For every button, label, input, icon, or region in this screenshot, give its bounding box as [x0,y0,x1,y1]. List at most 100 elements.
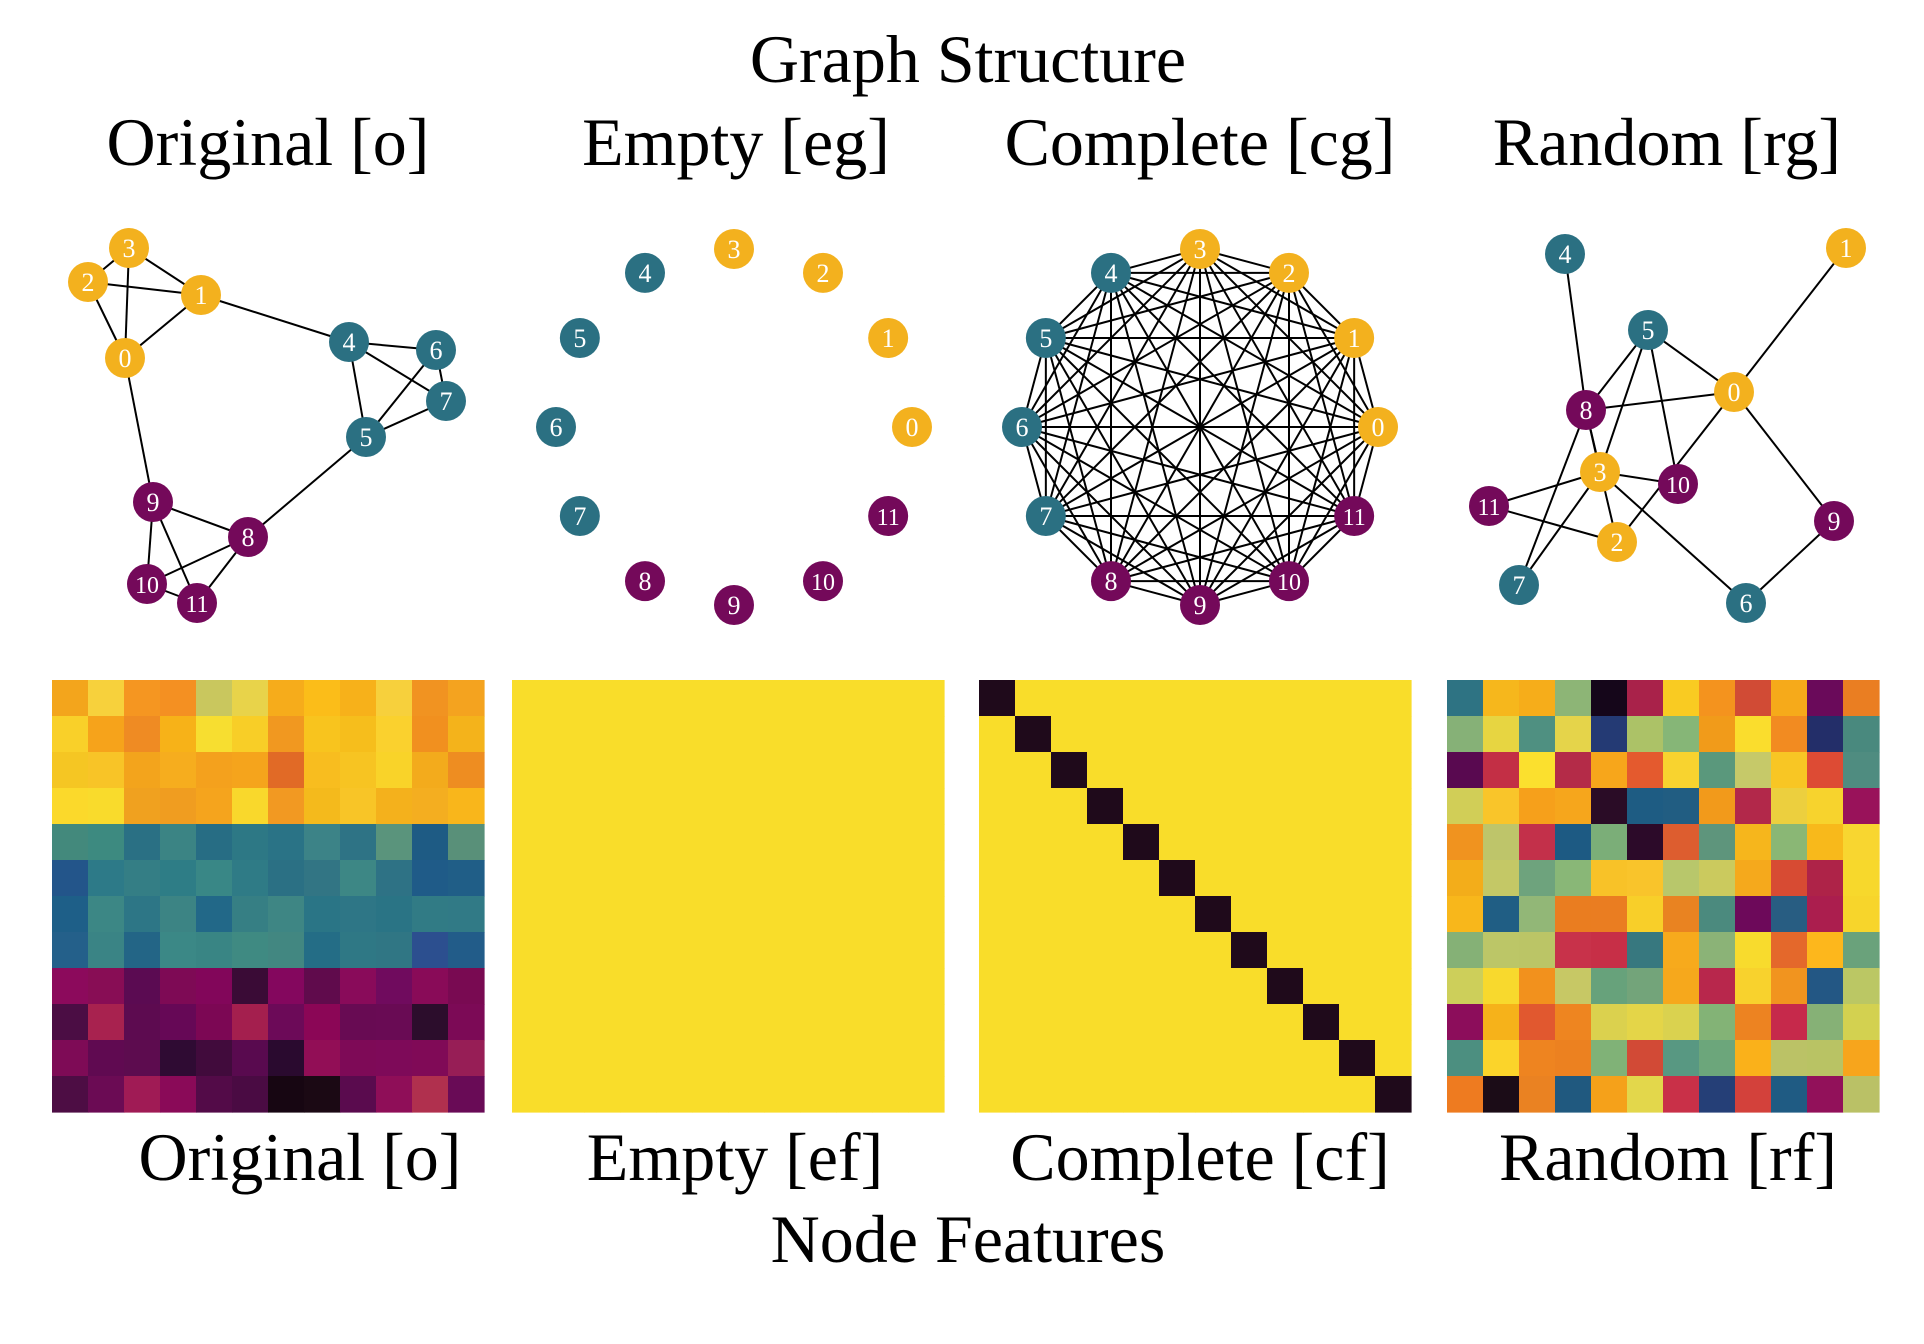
heatmap-cell [1771,968,1808,1005]
heatmap-cell [1087,1076,1124,1113]
heatmap-cell [512,824,549,861]
graph-node-8 [1566,390,1606,430]
graph-node-label: 5 [1642,316,1655,345]
heatmap-cell [1231,680,1268,717]
heatmap-cell [692,932,729,969]
heatmap-cell [1771,680,1808,717]
heatmap-cell [1015,968,1052,1005]
heatmap-cell [124,1004,161,1041]
graph-node-3 [1180,229,1220,269]
heatmap-cell [1663,1004,1700,1041]
heatmap-cell [1519,860,1556,897]
heatmap-cell [1663,752,1700,789]
heatmap-cell [1051,1004,1088,1041]
heatmap-cell [88,680,125,717]
heatmap-cell [232,1040,269,1077]
heatmap-cell [1087,788,1124,825]
heatmap-cell [1735,896,1772,933]
heatmap-cell [124,860,161,897]
heatmap-cell [1555,968,1592,1005]
heatmap-cell [88,716,125,753]
heatmap-cell [1375,932,1412,969]
heatmap-cell [124,968,161,1005]
graph-node-label: 5 [360,423,373,452]
heatmap-cell [548,788,585,825]
heatmap-cell [1807,824,1844,861]
heatmap-cell [196,1004,233,1041]
heatmap-cell [232,1004,269,1041]
heatmap-cell [1771,1076,1808,1113]
graph-node-label: 7 [1513,571,1526,600]
heatmap-cell [1195,1040,1232,1077]
heatmap-cell [1591,968,1628,1005]
graph-node-label: 10 [135,573,159,599]
heatmap-cell [1663,788,1700,825]
graph-node-1 [181,275,221,315]
heatmap-cell [1591,1004,1628,1041]
graph-node-label: 6 [430,336,443,365]
complete-features-label: Complete [cf] [1010,1119,1390,1195]
heatmap-cell [548,932,585,969]
heatmap-cell [979,1004,1016,1041]
heatmap-cell [1339,896,1376,933]
heatmap-cell [412,1040,449,1077]
graph-node-0 [105,338,145,378]
heatmap-cell [448,896,485,933]
heatmap-cell [979,788,1016,825]
heatmap-cell [412,788,449,825]
graph-node-label: 6 [1740,589,1753,618]
heatmap-cell [1483,896,1520,933]
heatmap-cell [1267,752,1304,789]
heatmap-cell [620,752,657,789]
heatmap-cell [1087,860,1124,897]
heatmap-cell [1627,1040,1664,1077]
heatmap-cell [1663,716,1700,753]
heatmap-cell [124,1040,161,1077]
heatmap-cell [1555,1004,1592,1041]
heatmap-cell [656,896,693,933]
heatmap-cell [1375,1076,1412,1113]
heatmap-cell [52,932,89,969]
heatmap-cell [979,1040,1016,1077]
heatmap-cell [1771,824,1808,861]
heatmap-cell [1231,824,1268,861]
heatmap-cell [232,788,269,825]
random-graph-label: Random [rg] [1493,104,1841,180]
heatmap-cell [512,1040,549,1077]
graph-edge [1488,505,1618,543]
heatmap-cell [1843,1004,1880,1041]
heatmap-cell [196,824,233,861]
heatmap-cell [584,680,621,717]
heatmap-cell [512,716,549,753]
heatmap-cell [728,1040,765,1077]
heatmap-cell [232,860,269,897]
heatmap-cell [836,680,873,717]
heatmap-cell [1663,1040,1700,1077]
graph-node-label: 4 [1105,259,1118,288]
heatmap-cell [908,1076,945,1113]
heatmap-cell [1735,716,1772,753]
heatmap-cell [1231,932,1268,969]
heatmap-cell [512,1076,549,1113]
heatmap-cell [1231,752,1268,789]
heatmap-cell [1843,716,1880,753]
heatmap-cell [1303,752,1340,789]
heatmap-cell [1375,968,1412,1005]
heatmap-cell [1267,824,1304,861]
heatmap-cell [584,824,621,861]
heatmap-cell [88,860,125,897]
heatmap-cell [1519,680,1556,717]
heatmap-cell [1303,896,1340,933]
heatmap-cell [1231,968,1268,1005]
heatmap-cell [800,860,837,897]
graph-edge [1564,253,1587,411]
heatmap-cell [1015,680,1052,717]
heatmap-cell [764,1004,801,1041]
heatmap-cell [1303,680,1340,717]
heatmap-cell [1555,752,1592,789]
graph-edge [1599,471,1747,604]
heatmap-cell [1663,680,1700,717]
graph-edge [1288,272,1356,517]
heatmap-cell [1843,752,1880,789]
graph-edge [1045,515,1201,606]
